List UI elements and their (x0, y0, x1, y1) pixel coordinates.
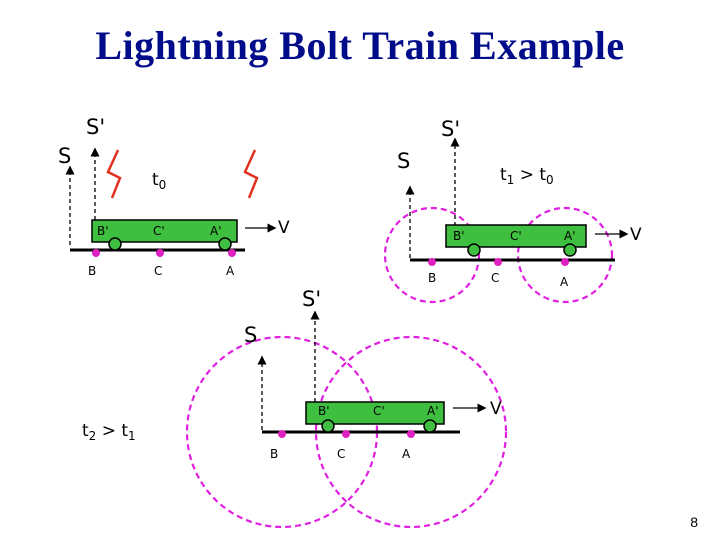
label-velocity: V (630, 225, 642, 245)
page-number: 8 (690, 514, 698, 530)
label-A-prime: A' (427, 404, 439, 418)
train-wheel (218, 237, 232, 251)
wavefront-circle-A (314, 335, 508, 529)
slide-title: Lightning Bolt Train Example (95, 23, 625, 68)
label-time-relation: t1 > t0 (500, 165, 554, 187)
label-velocity: V (490, 399, 502, 419)
label-B: B (270, 447, 278, 461)
lightning-bolt-left (106, 149, 122, 199)
label-C-prime: C' (373, 404, 385, 418)
lightning-bolt-right (243, 149, 259, 199)
label-A-prime: A' (210, 224, 222, 238)
label-A: A (402, 447, 411, 461)
label-B: B (428, 271, 436, 285)
label-A: A (226, 264, 235, 278)
event-point-A (228, 249, 236, 257)
panel-1: S' S t0 B' C' A' B C A V (58, 115, 290, 278)
panel-3: S' S t2 > t1 B' C' A' B C A V (82, 287, 508, 529)
label-B-prime: B' (453, 229, 465, 243)
train-wheel (321, 419, 335, 433)
event-point-B (92, 249, 100, 257)
label-ground-frame: S (244, 323, 257, 347)
label-velocity: V (278, 218, 290, 238)
event-point-C (494, 258, 502, 266)
label-moving-frame: S' (302, 287, 321, 311)
event-point-C (156, 249, 164, 257)
label-time-relation: t2 > t1 (82, 421, 136, 443)
label-C-prime: C' (510, 229, 522, 243)
label-C: C (491, 271, 499, 285)
train-wheel (467, 243, 481, 257)
label-C: C (154, 264, 162, 278)
label-A: A (560, 275, 569, 289)
label-A-prime: A' (564, 229, 576, 243)
train-car (305, 401, 445, 425)
train-car (91, 219, 238, 243)
event-point-C (342, 430, 350, 438)
panel-2: S' S t1 > t0 B' C' A' B C A V (383, 117, 642, 304)
event-point-A (407, 430, 415, 438)
label-ground-frame: S (58, 144, 71, 168)
label-C: C (337, 447, 345, 461)
wavefront-circle-A (516, 206, 614, 304)
label-B-prime: B' (97, 224, 109, 238)
label-C-prime: C' (153, 224, 165, 238)
event-point-B (428, 258, 436, 266)
event-point-B (278, 430, 286, 438)
train-wheel (563, 243, 577, 257)
label-moving-frame: S' (441, 117, 460, 141)
label-B-prime: B' (318, 404, 330, 418)
train-car (445, 224, 587, 248)
label-B: B (88, 264, 96, 278)
label-time: t0 (152, 170, 166, 192)
train-wheel (108, 237, 122, 251)
wavefront-circle-B (383, 206, 481, 304)
train-wheel (423, 419, 437, 433)
label-ground-frame: S (397, 149, 410, 173)
label-moving-frame: S' (86, 115, 105, 139)
event-point-A (561, 258, 569, 266)
